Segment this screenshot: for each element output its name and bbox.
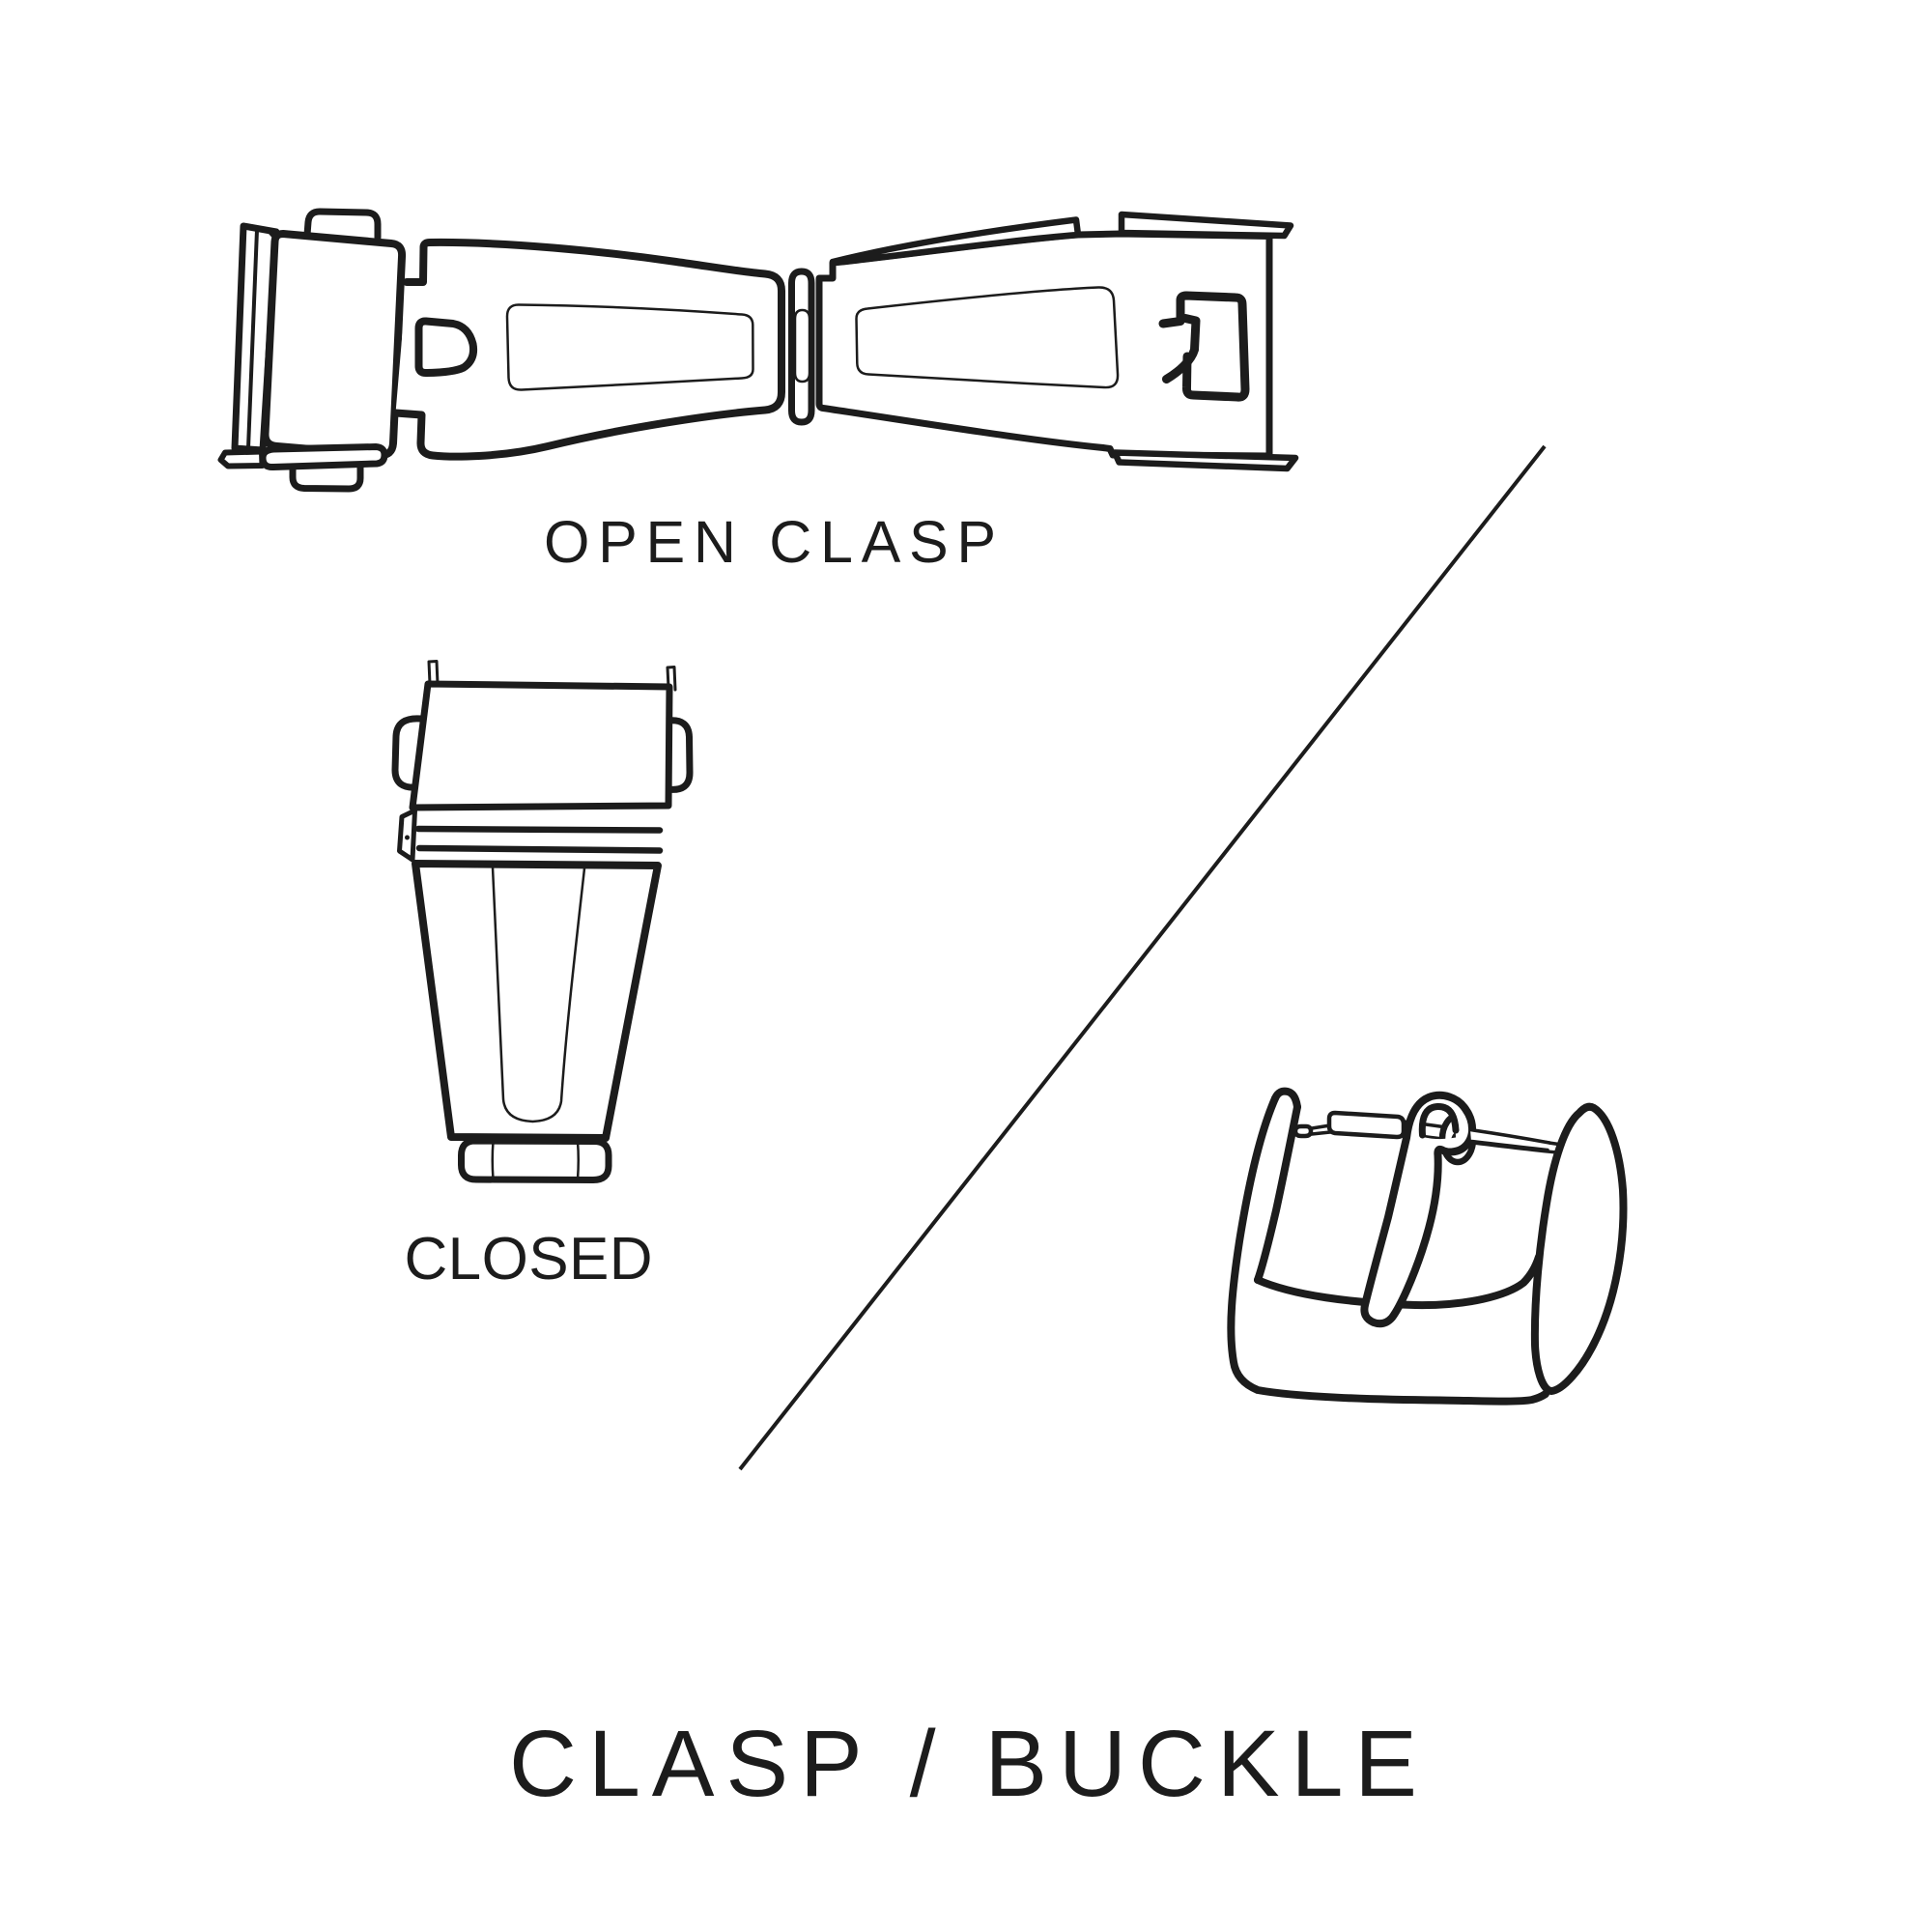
svg-text:CLOSED: CLOSED <box>405 1226 653 1293</box>
svg-text:CLASP / BUCKLE: CLASP / BUCKLE <box>509 1711 1417 1816</box>
svg-text:OPEN CLASP: OPEN CLASP <box>544 509 996 575</box>
